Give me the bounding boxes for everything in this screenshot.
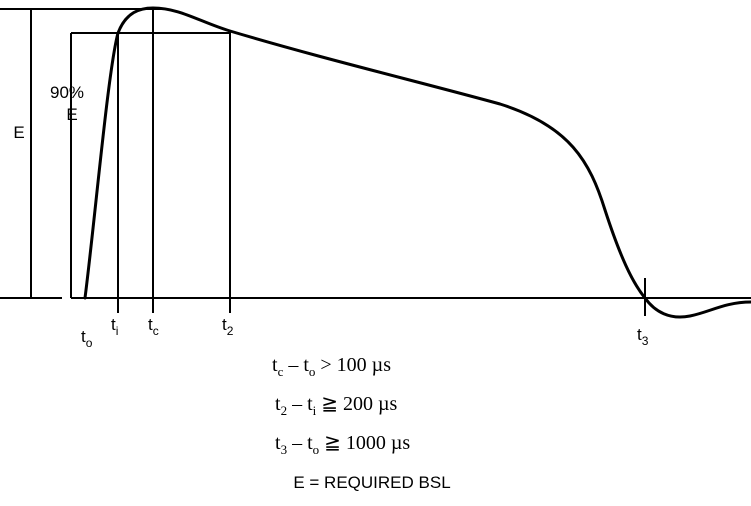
svg-text:t3: t3 [637,325,649,348]
t-o-label: to [81,327,93,350]
ninety-percent-e-label: E [66,105,77,124]
equation-2: t2 – ti ≧ 200 µs [275,393,398,418]
ninety-percent-label: 90% [50,83,84,102]
svg-text:tc: tc [148,315,159,338]
t-3-label: t3 [637,325,649,348]
svg-text:t2: t2 [222,315,234,338]
equation-1: tc – to > 100 µs [272,354,391,379]
equation-3: t3 – to ≧ 1000 µs [275,432,410,457]
svg-text:ti: ti [111,315,118,338]
t-c-label: tc [148,315,159,338]
t-2-label: t2 [222,315,234,338]
svg-text:to: to [81,327,93,350]
t-i-label: ti [111,315,118,338]
footer-note: E = REQUIRED BSL [293,473,450,492]
pulse-waveform [83,6,751,319]
e-axis-label: E [13,123,24,142]
